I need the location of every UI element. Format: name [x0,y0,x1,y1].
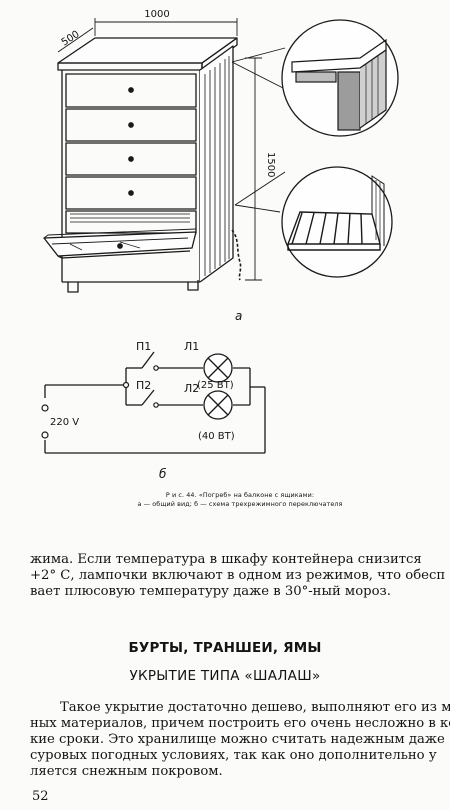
figure-b-circuit-diagram [44,351,266,454]
paragraph-2-line-2: ных материалов, причем построить его оче… [30,716,450,731]
paragraph-1-line-2: +2° С, лампочки включают в одном из режи… [30,568,446,583]
dimension-depth-label: 500 [60,29,82,49]
figure-a-cabinet-drawing: 1000 500 1500 а [41,9,399,481]
switch-2-label: П2 [136,379,151,392]
detail-circle-shelf [281,166,393,278]
figure-caption: Р и с. 44. «Погреб» на балконе с ящиками… [60,491,420,509]
lamp-2-label: Л2 [184,382,199,395]
caption-line-1: Р и с. 44. «Погреб» на балконе с ящиками… [165,491,315,499]
section-heading: БУРТЫ, ТРАНШЕИ, ЯМЫ [128,640,322,656]
paragraph-2-line-3: кие сроки. Это хранилище можно считать н… [30,732,445,747]
lamp-2-symbol [203,390,233,420]
paragraph-2-line-5: ляется снежным покровом. [30,764,223,779]
dimension-height-label: 1500 [265,152,276,177]
paragraph-2-line-1: Такое укрытие достаточно дешево, выполня… [60,700,450,715]
caption-line-2: а — общий вид; б — схема трехрежимного п… [137,500,343,508]
lamp-2-power-label: (40 ВТ) [198,431,235,442]
terminal-bottom [41,431,49,439]
paragraph-2-line-4: суровых погодных условиях, так как оно д… [30,748,437,763]
figure-label-b: б [159,467,167,481]
terminal-top [41,404,49,412]
lamp-1-symbol [203,353,233,383]
voltage-label: 220 V [50,417,79,428]
paragraph-1-line-3: вает плюсовую температуру даже в 30°-ный… [30,584,391,599]
lamp-1-power-label: (25 ВТ) [197,380,234,391]
figure-label-a: а [235,309,242,323]
subsection-heading: УКРЫТИЕ ТИПА «ШАЛАШ» [129,668,321,684]
page-number: 52 [32,789,49,804]
dimension-width-label: 1000 [144,9,169,20]
paragraph-1-line-1: жима. Если температура в шкафу контейнер… [30,552,422,567]
switch-1-label: П1 [136,340,151,353]
lamp-1-label: Л1 [184,340,199,353]
detail-circle-corner [281,19,399,137]
